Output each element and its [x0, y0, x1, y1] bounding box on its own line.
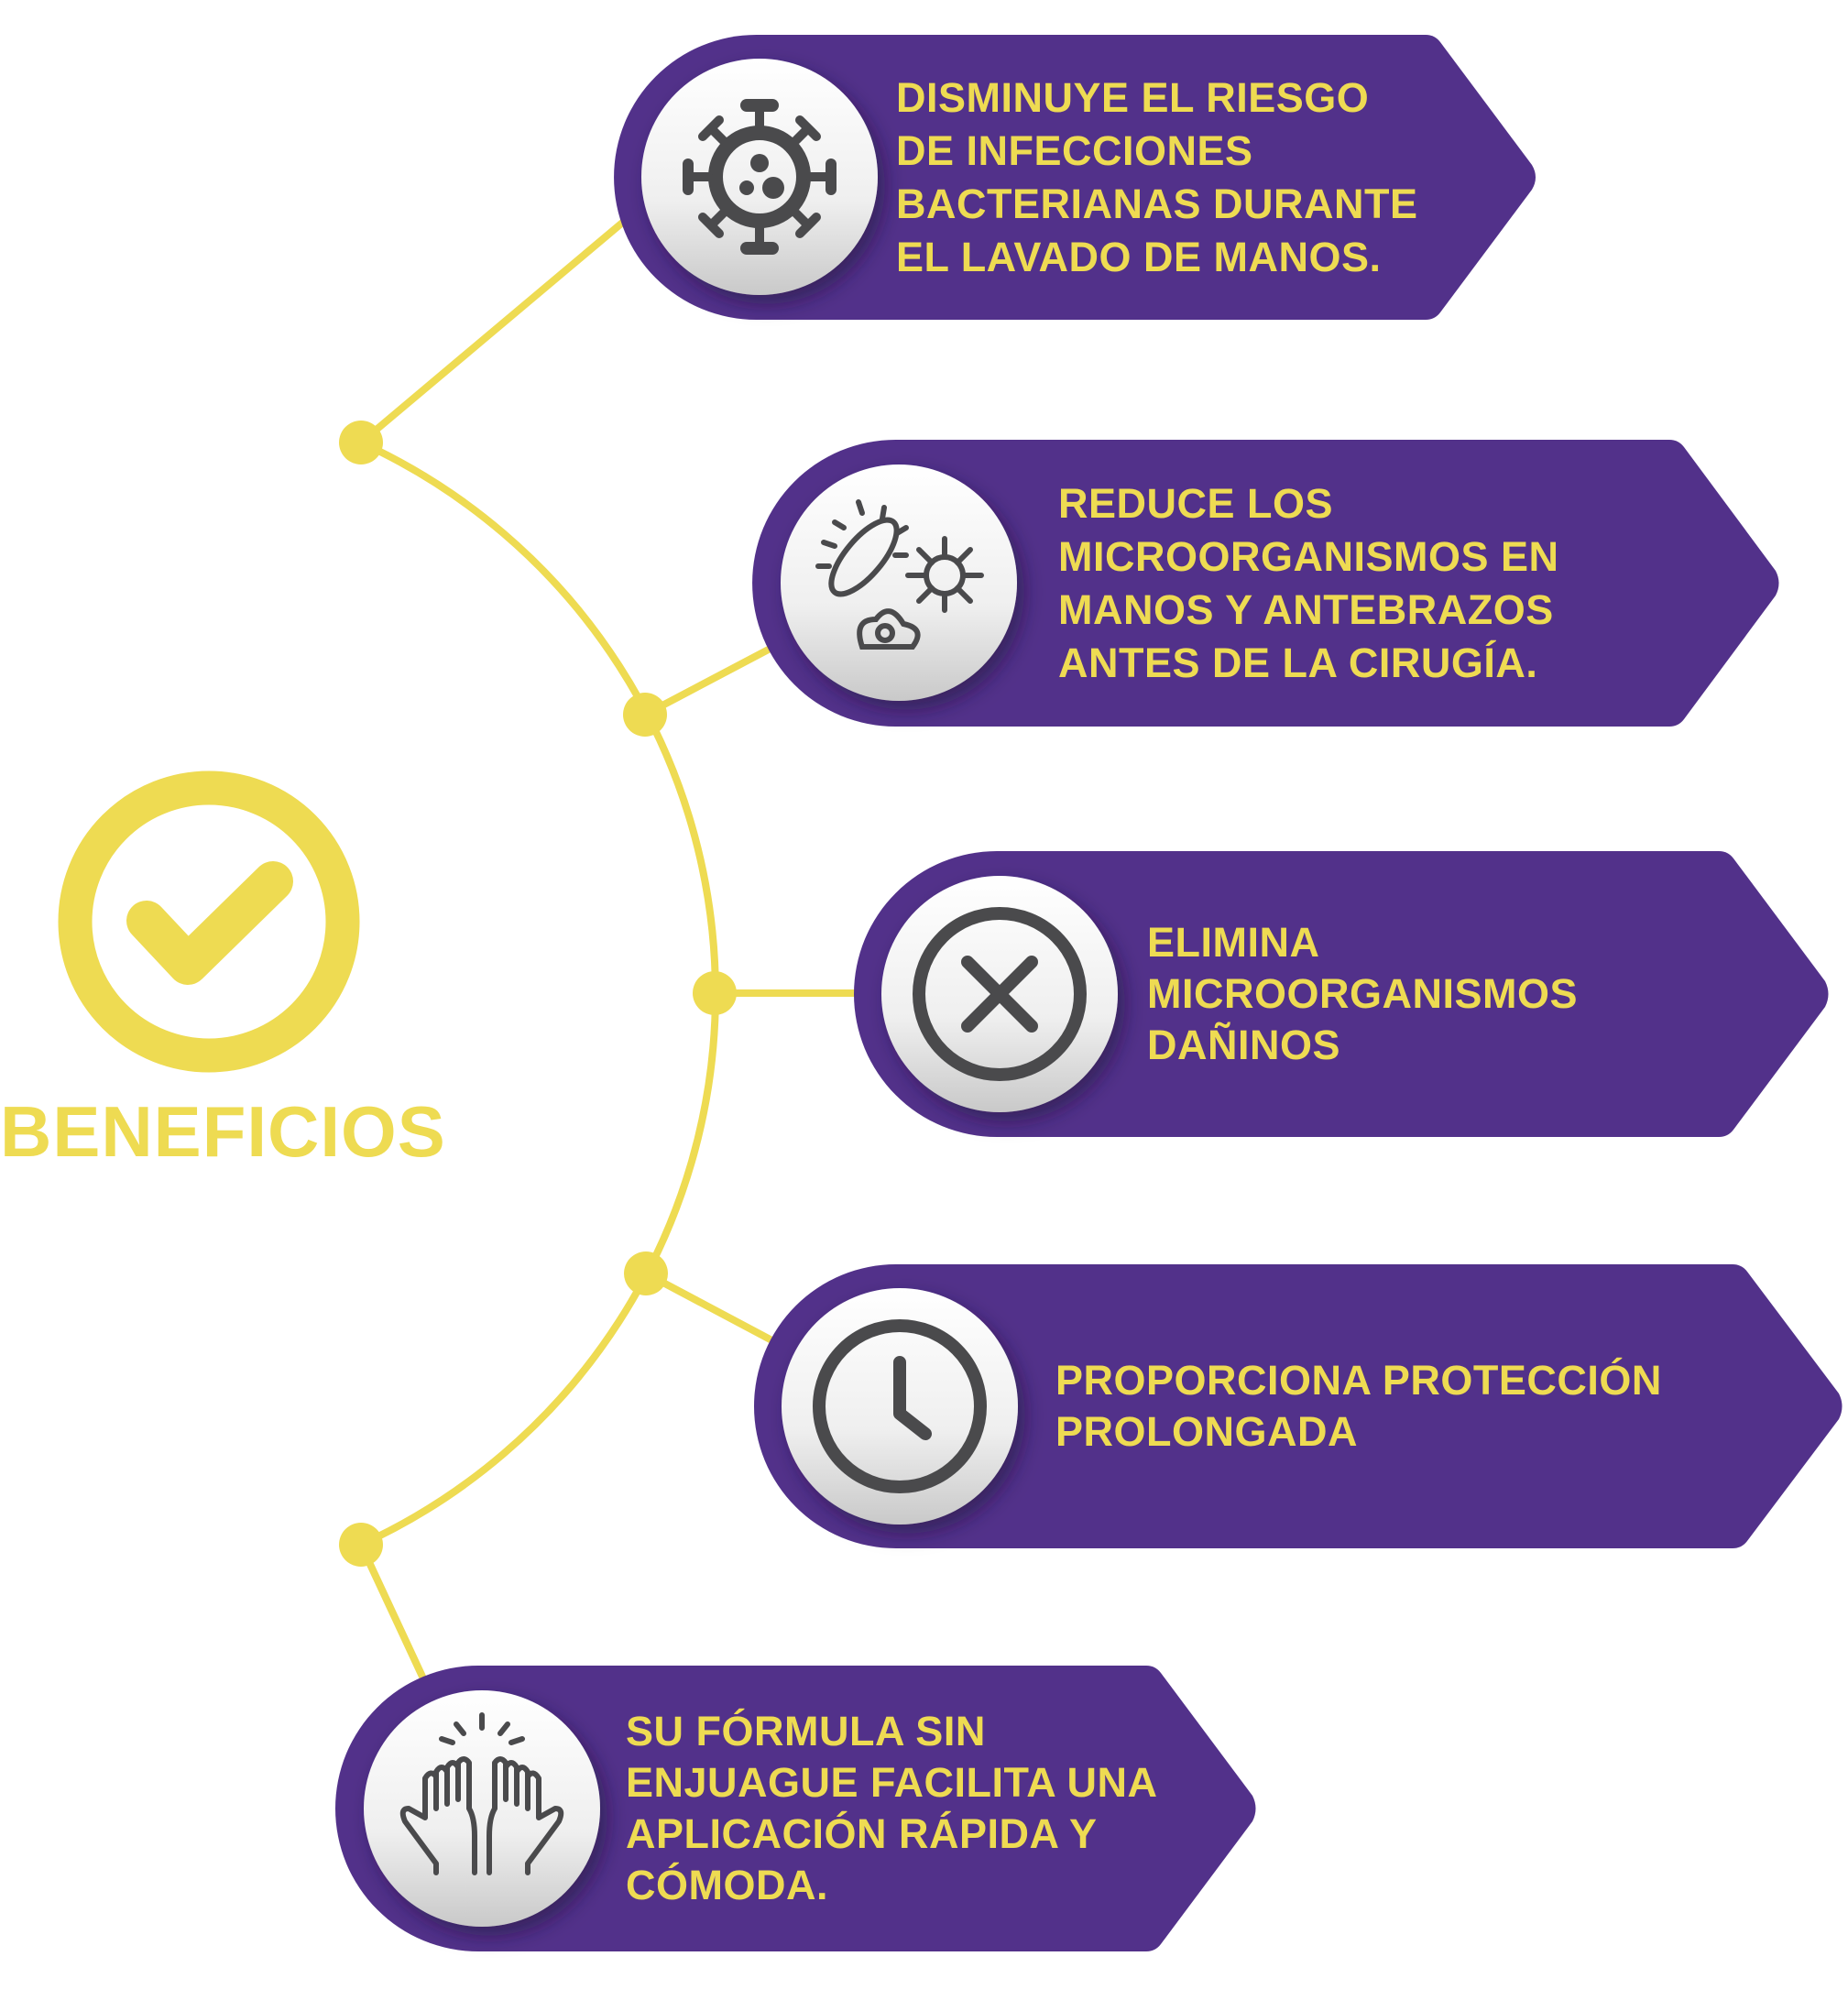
- hands-icon: [399, 1712, 564, 1875]
- benefit-text-1: DISMINUYE EL RIESGO DE INFECCIONES BACTE…: [896, 35, 1418, 320]
- benefit-line: REDUCE LOS: [1058, 479, 1334, 527]
- benefit-line: MANOS Y ANTEBRAZOS: [1058, 585, 1554, 633]
- timeline-connectors: [357, 211, 866, 1692]
- microorganisms-icon: [815, 499, 984, 650]
- benefit-line: BACTERIANAS DURANTE: [896, 180, 1418, 227]
- benefit-line: ELIMINA: [1147, 919, 1320, 966]
- benefit-line: DISMINUYE EL RIESGO: [896, 73, 1370, 121]
- timeline-dot: [339, 1523, 383, 1567]
- benefit-line: CÓMODA.: [626, 1862, 828, 1908]
- x-circle-icon: [913, 907, 1087, 1081]
- benefit-line: PROPORCIONA PROTECCIÓN: [1055, 1357, 1662, 1404]
- benefit-text-4: PROPORCIONA PROTECCIÓN PROLONGADA: [1055, 1264, 1662, 1548]
- benefit-line: ENJUAGUE FACILITA UNA: [626, 1759, 1158, 1806]
- benefit-line: DE INFECCIONES: [896, 126, 1253, 174]
- timeline-dot: [339, 421, 383, 464]
- clock-icon: [813, 1319, 987, 1493]
- benefit-line: SU FÓRMULA SIN: [626, 1708, 986, 1754]
- benefit-text-2: REDUCE LOS MICROORGANISMOS EN MANOS Y AN…: [1058, 440, 1559, 727]
- timeline-dot: [623, 693, 667, 737]
- benefit-line: PROLONGADA: [1055, 1408, 1358, 1455]
- benefit-line: APLICACIÓN RÁPIDA Y: [626, 1810, 1098, 1857]
- timeline-dot: [693, 971, 737, 1015]
- benefit-banner-4: [754, 1264, 1843, 1548]
- benefit-text-3: ELIMINA MICROORGANISMOS DAÑINOS: [1147, 851, 1578, 1137]
- benefit-line: MICROORGANISMOS: [1147, 970, 1579, 1017]
- check-circle-icon: [58, 770, 360, 1073]
- benefit-line: EL LAVADO DE MANOS.: [896, 233, 1382, 280]
- benefit-banner-3: [854, 851, 1829, 1137]
- timeline-dots: [339, 421, 737, 1567]
- timeline-dot: [624, 1251, 668, 1295]
- benefit-line: MICROORGANISMOS EN: [1058, 532, 1559, 580]
- virus-icon: [683, 99, 837, 255]
- benefit-banner-2: [752, 440, 1779, 727]
- page-title: BENEFICIOS: [0, 1091, 446, 1172]
- benefit-line: DAÑINOS: [1147, 1022, 1341, 1068]
- benefit-text-5: SU FÓRMULA SIN ENJUAGUE FACILITA UNA APL…: [626, 1666, 1158, 1951]
- benefit-line: ANTES DE LA CIRUGÍA.: [1058, 639, 1538, 686]
